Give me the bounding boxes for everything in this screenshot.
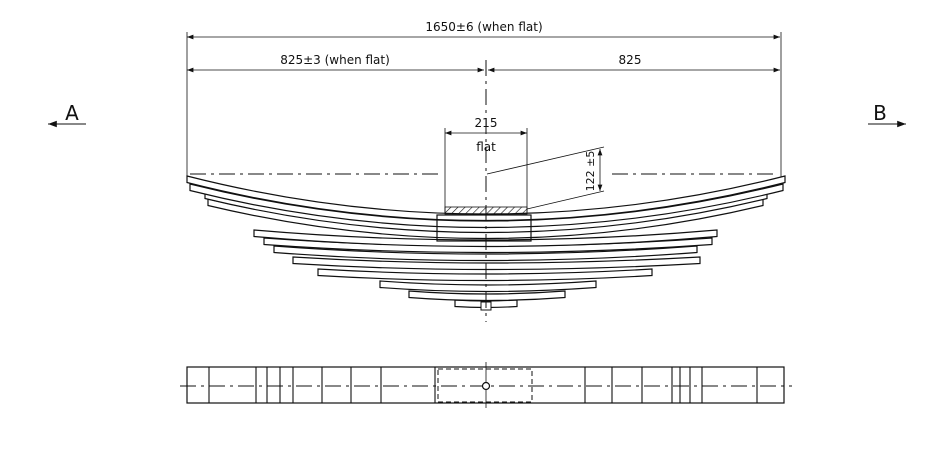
spring-leaves xyxy=(186,175,786,309)
camber-dimension: 122 ±5 xyxy=(486,146,605,210)
view-label-a: A xyxy=(65,101,79,125)
overall-length-label: 1650±6 (when flat) xyxy=(425,20,542,34)
plan-outline xyxy=(186,366,785,404)
plan-view xyxy=(180,362,792,408)
spring-leaf xyxy=(253,229,718,248)
right-half-length-label: 825 xyxy=(619,53,642,67)
overall-length-dimension: 1650±6 (when flat) xyxy=(187,20,780,40)
spring-leaf xyxy=(379,280,597,293)
spring-leaf xyxy=(292,256,701,271)
camber-label: 122 ±5 xyxy=(584,151,597,192)
view-marker-b: B xyxy=(868,101,906,128)
view-label-b: B xyxy=(873,101,887,125)
view-marker-a: A xyxy=(48,101,86,128)
spring-leaf xyxy=(317,268,653,282)
spring-leaf xyxy=(408,290,566,302)
spring-leaf xyxy=(273,245,698,262)
half-length-dimension: 825±3 (when flat) 825 xyxy=(187,53,780,73)
spring-leaf xyxy=(186,175,786,222)
center-bolt-hole xyxy=(481,381,491,391)
left-half-length-label: 825±3 (when flat) xyxy=(280,53,390,67)
center-clamp-block xyxy=(436,214,532,242)
